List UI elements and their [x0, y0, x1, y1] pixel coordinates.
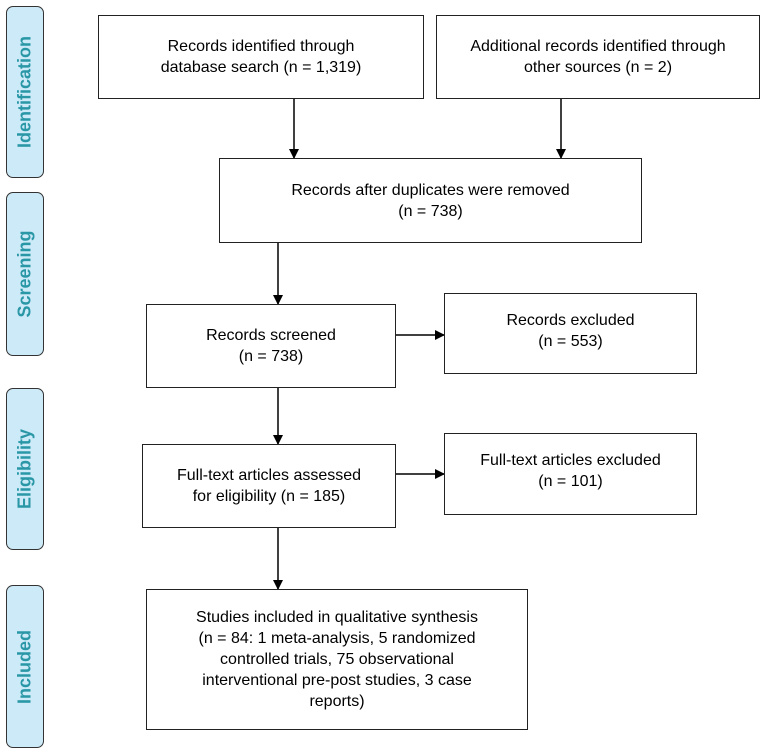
box-line: other sources (n = 2) — [523, 59, 673, 76]
box-line: Additional records identified through — [470, 38, 726, 55]
box-fulltext-assessed: Full-text articles assessed for eligibil… — [142, 444, 396, 528]
box-duplicates-removed: Records after duplicates were removed (n… — [219, 158, 642, 243]
box-line: Records identified through — [167, 38, 355, 55]
box-fulltext-excluded: Full-text articles excluded (n = 101) — [444, 433, 697, 515]
box-line: (n = 738) — [238, 348, 304, 365]
box-line: Full-text articles assessed — [176, 467, 362, 484]
box-line: Records screened — [206, 327, 336, 344]
box-line: (n = 553) — [538, 333, 603, 350]
box-database-search: Records identified through database sear… — [98, 15, 424, 99]
box-line: for eligibility (n = 185) — [192, 488, 346, 505]
box-records-excluded: Records excluded (n = 553) — [444, 293, 697, 374]
box-other-sources: Additional records identified through ot… — [436, 15, 760, 99]
phase-eligibility: Eligibility — [6, 388, 44, 550]
box-line: Records excluded — [506, 312, 635, 329]
phase-identification: Identification — [6, 6, 44, 178]
box-line: database search (n = 1,319) — [160, 59, 362, 76]
box-line: (n = 738) — [398, 202, 463, 220]
phase-screening: Screening — [6, 192, 44, 356]
box-line: (n = 84: 1 meta-analysis, 5 randomized — [198, 630, 476, 647]
box-line: Full-text articles excluded — [480, 452, 661, 469]
box-line: Studies included in qualitative synthesi… — [196, 609, 478, 626]
box-line: reports) — [309, 693, 365, 710]
box-line: controlled trials, 75 observational — [220, 651, 454, 668]
box-line: (n = 101) — [538, 473, 603, 490]
box-records-screened: Records screened (n = 738) — [146, 304, 396, 388]
box-line: interventional pre-post studies, 3 case — [202, 672, 472, 689]
box-included-studies: Studies included in qualitative synthesi… — [146, 589, 528, 730]
phase-included: Included — [6, 585, 44, 748]
box-line: Records after duplicates were removed — [291, 181, 570, 199]
